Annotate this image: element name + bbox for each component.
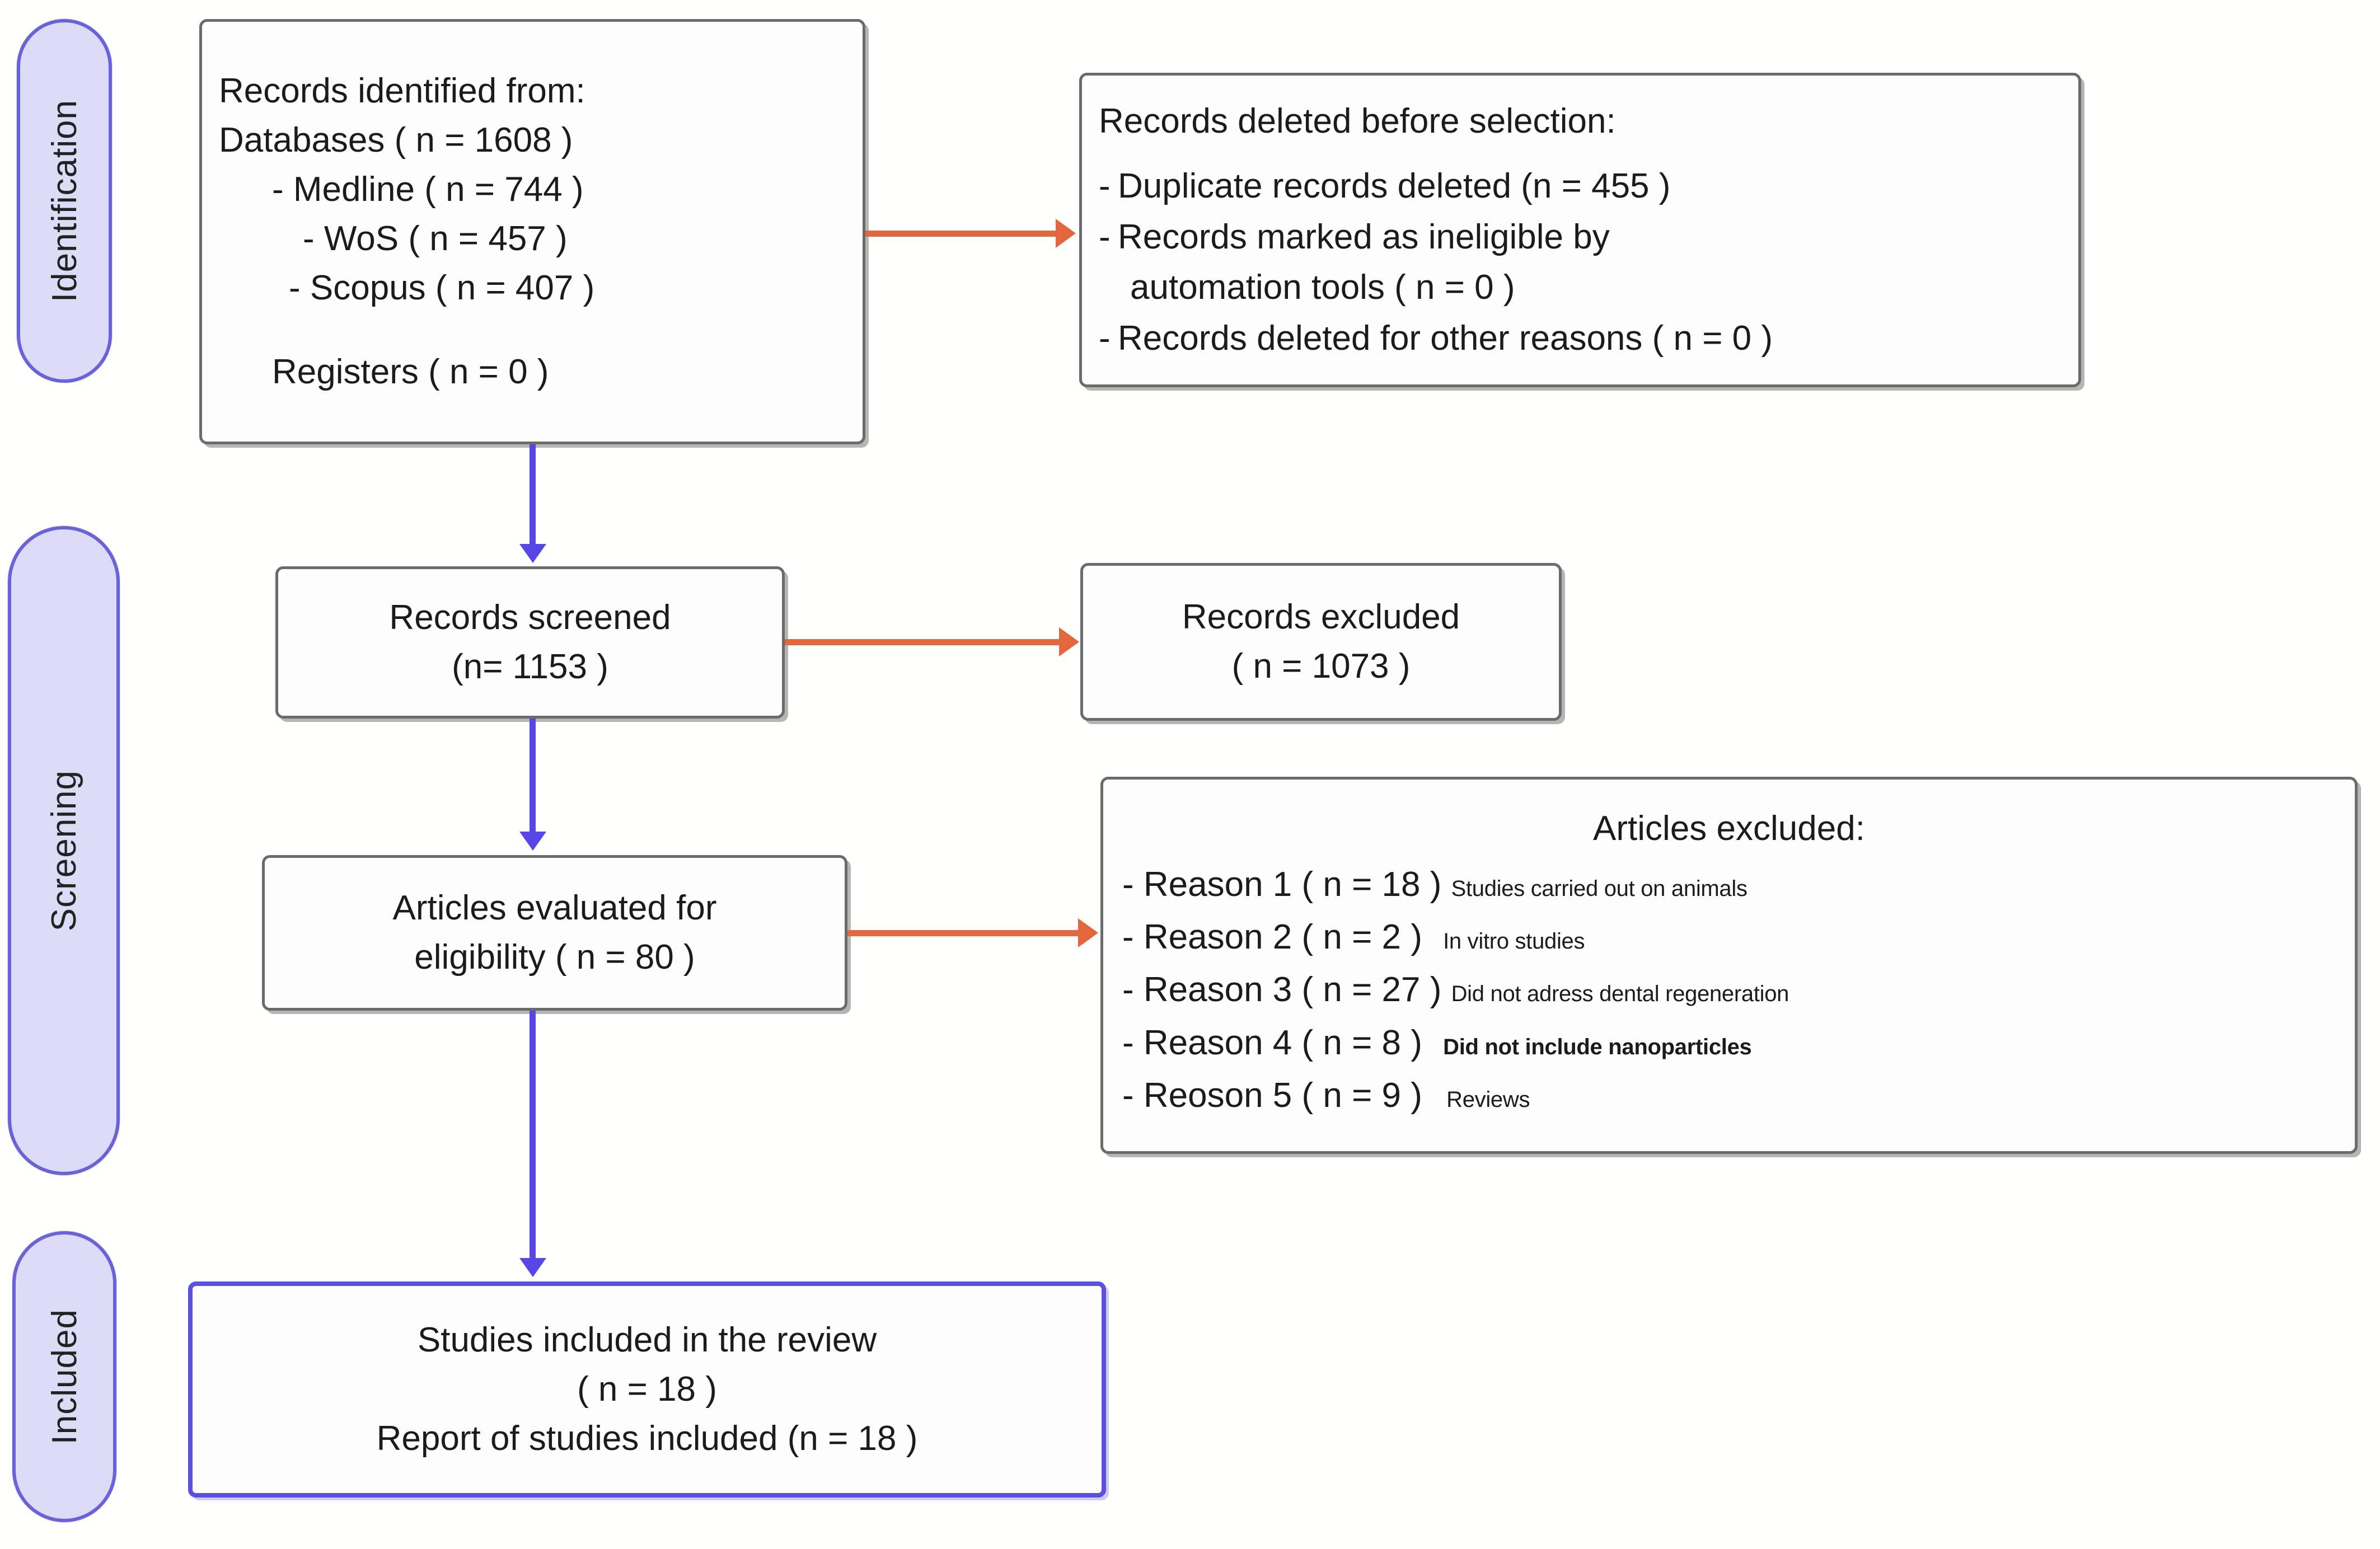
records-deleted-item-duplicates: -Duplicate records deleted (n = 455 ) <box>1099 161 2062 212</box>
articles-excluded-reason-2-label: - Reason 2 ( n = 2 ) <box>1122 918 1422 957</box>
connector-identified-to-screened-arrowhead-icon <box>519 544 546 563</box>
connector-screened-to-excluded-arrowhead-icon <box>1059 627 1079 656</box>
articles-excluded-reason-3-label: - Reason 3 ( n = 27 ) <box>1122 970 1442 1010</box>
articles-eligibility-line2: eligibility ( n = 80 ) <box>414 938 695 977</box>
box-articles-eligibility: Articles evaluated for eligibility ( n =… <box>262 855 847 1011</box>
articles-eligibility-line1: Articles evaluated for <box>392 888 717 927</box>
records-deleted-item-other-text: Records deleted for other reasons ( n = … <box>1118 318 1773 358</box>
records-screened-line2: (n= 1153 ) <box>452 647 608 686</box>
records-excluded-line2: ( n = 1073 ) <box>1231 647 1411 686</box>
connector-identified-to-screened-line <box>530 444 536 546</box>
records-identified-source-wos: - WoS ( n = 457 ) <box>303 219 568 258</box>
records-identified-spacer <box>219 313 846 348</box>
records-excluded-line1: Records excluded <box>1182 597 1460 636</box>
articles-excluded-reason-1-label: - Reason 1 ( n = 18 ) <box>1122 865 1442 904</box>
records-deleted-item-other: -Records deleted for other reasons ( n =… <box>1099 313 2062 364</box>
articles-excluded-reason-1: - Reason 1 ( n = 18 ) Studies carried ou… <box>1122 858 2336 911</box>
records-deleted-item-ineligible-text: Records marked as ineligible by <box>1118 217 1610 256</box>
connector-screened-to-excluded-line <box>785 639 1061 645</box>
articles-excluded-reason-4: - Reason 4 ( n = 8 ) Did not include nan… <box>1122 1017 2336 1069</box>
studies-included-line3: Report of studies included (n = 18 ) <box>376 1419 918 1458</box>
articles-excluded-heading: Articles excluded: <box>1593 809 1865 848</box>
records-deleted-item-ineligible: -Records marked as ineligible by automat… <box>1099 212 2062 313</box>
box-records-identified: Records identified from: Databases ( n =… <box>199 19 865 444</box>
box-records-screened: Records screened (n= 1153 ) <box>275 566 785 719</box>
articles-excluded-reason-4-note: Did not include nanoparticles <box>1443 1034 1752 1059</box>
articles-excluded-reason-3: - Reason 3 ( n = 27 ) Did not adress den… <box>1122 964 2336 1016</box>
connector-screened-to-eligibility-line <box>530 719 536 834</box>
connector-identified-to-deleted-line <box>865 231 1058 237</box>
connector-eligibility-to-included-line <box>530 1011 536 1260</box>
connector-identified-to-deleted-arrowhead-icon <box>1056 219 1076 248</box>
articles-excluded-reason-4-label: - Reason 4 ( n = 8 ) <box>1122 1023 1422 1062</box>
bullet-dash-icon: - <box>1099 217 1111 256</box>
records-identified-registers: Registers ( n = 0 ) <box>272 353 549 392</box>
records-deleted-heading: Records deleted before selection: <box>1099 101 1616 140</box>
records-screened-line1: Records screened <box>389 598 671 637</box>
box-studies-included: Studies included in the review ( n = 18 … <box>188 1282 1106 1498</box>
stage-pill-identification: Identification <box>17 19 112 383</box>
box-articles-excluded: Articles excluded: - Reason 1 ( n = 18 )… <box>1100 777 2358 1154</box>
articles-excluded-reason-2-note: In vitro studies <box>1443 929 1585 954</box>
articles-excluded-reason-3-note: Did not adress dental regeneration <box>1451 982 1789 1007</box>
stage-label-included: Included <box>45 1308 84 1445</box>
records-identified-source-scopus: - Scopus ( n = 407 ) <box>289 269 595 308</box>
records-identified-source-medline: - Medline ( n = 744 ) <box>272 170 584 209</box>
bullet-dash-icon: - <box>1099 167 1111 206</box>
connector-eligibility-to-articles-excluded-line <box>847 930 1080 936</box>
articles-excluded-reason-2: - Reason 2 ( n = 2 ) In vitro studies <box>1122 911 2336 964</box>
stage-pill-included: Included <box>12 1231 116 1522</box>
records-deleted-item-duplicates-text: Duplicate records deleted (n = 455 ) <box>1118 167 1671 206</box>
connector-eligibility-to-included-arrowhead-icon <box>519 1258 546 1277</box>
connector-screened-to-eligibility-arrowhead-icon <box>519 832 546 851</box>
articles-excluded-reason-5-label: - Reoson 5 ( n = 9 ) <box>1122 1076 1422 1115</box>
box-records-deleted-before-selection: Records deleted before selection: -Dupli… <box>1079 73 2081 387</box>
studies-included-line2: ( n = 18 ) <box>577 1369 717 1409</box>
articles-excluded-reason-5-note: Reviews <box>1446 1087 1530 1112</box>
articles-excluded-reason-5: - Reoson 5 ( n = 9 ) Reviews <box>1122 1069 2336 1122</box>
stage-pill-screening: Screening <box>8 526 120 1175</box>
records-deleted-item-ineligible-continuation: automation tools ( n = 0 ) <box>1130 268 1515 307</box>
studies-included-line1: Studies included in the review <box>417 1320 877 1359</box>
bullet-dash-icon: - <box>1099 318 1111 358</box>
articles-excluded-reason-1-note: Studies carried out on animals <box>1451 876 1747 901</box>
records-identified-databases-total: Databases ( n = 1608 ) <box>219 120 573 159</box>
stage-label-screening: Screening <box>44 769 83 932</box>
records-identified-heading: Records identified from: <box>219 71 585 110</box>
connector-eligibility-to-articles-excluded-arrowhead-icon <box>1078 918 1098 947</box>
box-records-excluded: Records excluded ( n = 1073 ) <box>1080 563 1562 721</box>
stage-label-identification: Identification <box>45 99 84 303</box>
